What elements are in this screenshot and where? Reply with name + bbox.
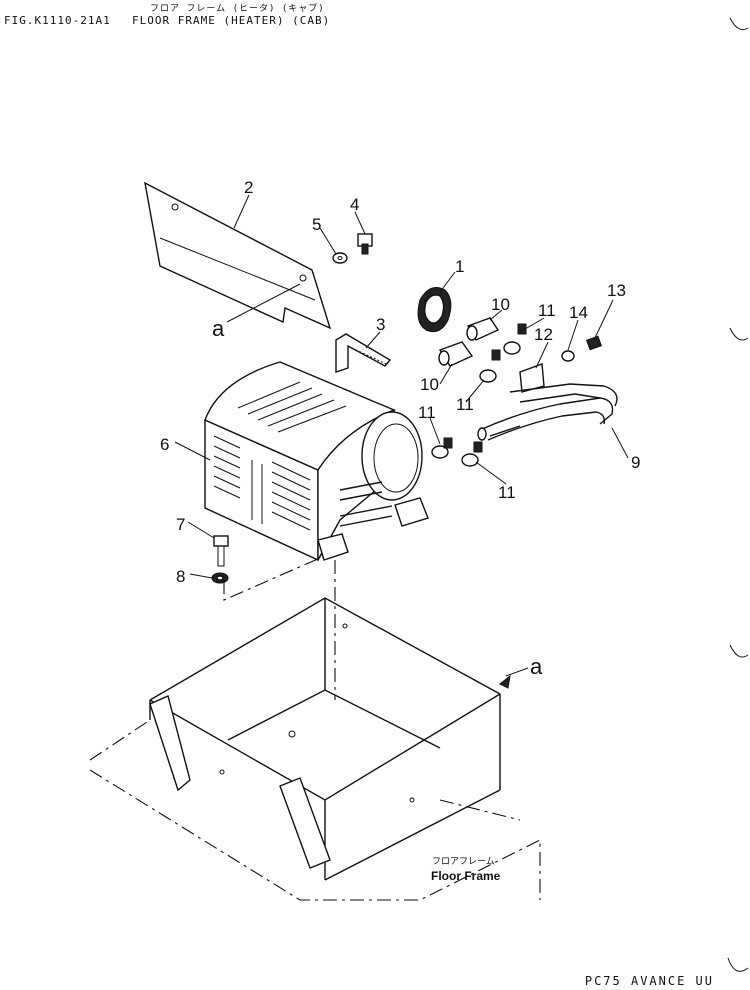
callout-6: 6 [160,435,169,454]
figure-title: FLOOR FRAME (HEATER) (CAB) [132,14,331,27]
part-12-clip[interactable] [519,363,545,393]
callout-13: 13 [607,281,626,300]
callout-11-b: 11 [456,395,474,414]
callout-3: 3 [376,315,385,334]
part-5-washer[interactable] [332,252,348,264]
callout-12: 12 [534,325,553,344]
part-10-hose-lower[interactable] [438,341,474,367]
callout-11-a: 11 [538,301,556,320]
callout-11-c: 11 [418,403,436,422]
reference-a-lower: a [530,654,543,679]
reference-arrow-icon [499,674,511,689]
callout-8: 8 [176,567,185,586]
part-7-bolt[interactable] [213,535,229,567]
callout-5: 5 [312,215,321,234]
part-11-clamp-d[interactable] [461,441,483,467]
part-14-washer[interactable] [561,350,575,362]
part-11-clamp-a[interactable] [503,323,527,355]
floor-frame-label-jp: フロアフレーム [432,856,495,867]
callout-2: 2 [244,178,253,197]
part-1-grommet[interactable] [417,287,452,333]
callout-4: 4 [350,195,359,214]
floor-frame-label: Floor Frame [431,869,501,883]
reference-markers: a a [212,316,543,689]
binder-hole-marks [727,17,749,972]
part-3-bracket[interactable] [335,333,392,373]
part-6-heater-unit[interactable] [204,361,429,562]
part-13-bolt[interactable] [586,335,602,351]
figure-title-japanese: フロア フレーム (ヒータ) (キャブ) [150,4,325,14]
reference-a-upper: a [212,316,225,341]
callout-11-d: 11 [498,483,516,502]
callout-14: 14 [569,303,588,322]
leader-lines [174,194,629,677]
part-11-clamp-b[interactable] [479,349,501,383]
phantom-lines [89,557,541,901]
callouts: 1 2 3 4 5 6 7 8 9 10 10 11 11 11 11 12 1… [160,178,640,586]
part-2-cover-plate[interactable] [144,181,332,330]
part-10-hose-upper[interactable] [466,317,500,341]
callout-9: 9 [631,453,640,472]
callout-1: 1 [455,257,464,276]
part-4-bolt[interactable] [357,233,373,255]
figure-code: FIG.K1110-21A1 [4,14,111,27]
part-9-heater-pipes[interactable] [477,383,618,441]
callout-10-lower: 10 [420,375,439,394]
model-footer: PC75 AVANCE UU [584,974,714,988]
callout-7: 7 [176,515,185,534]
part-11-clamp-c[interactable] [431,437,453,459]
floor-frame-outline [149,597,501,881]
callout-10-upper: 10 [491,295,510,314]
part-8-washer[interactable] [211,572,229,584]
